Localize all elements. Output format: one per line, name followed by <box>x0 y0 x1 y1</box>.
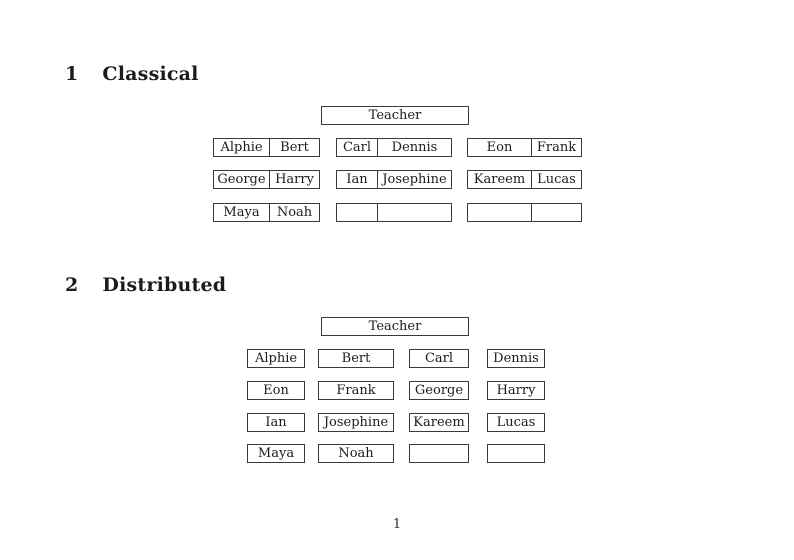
seat-table-empty <box>467 203 582 222</box>
seat-cell: Frank <box>536 140 577 155</box>
seat-table: Maya Noah <box>213 203 320 222</box>
desk-box-empty <box>487 444 545 463</box>
desk-box-empty <box>409 444 469 463</box>
seat-table: Ian Josephine <box>336 170 452 189</box>
desk-box: Josephine <box>318 413 394 432</box>
desk-box: Kareem <box>409 413 469 432</box>
seat-cell: Harry <box>275 172 314 187</box>
desk-box: Harry <box>487 381 545 400</box>
seat-cell: Noah <box>276 205 313 220</box>
desk-box: Noah <box>318 444 394 463</box>
seat-table: George Harry <box>213 170 320 189</box>
seat-cell: Dennis <box>391 140 438 155</box>
seat-cell: Maya <box>214 204 270 221</box>
section-title: Distributed <box>102 274 227 296</box>
desk-box: Alphie <box>247 349 305 368</box>
seat-cell <box>532 204 581 221</box>
section-number: 1 <box>65 63 79 85</box>
desk-box: Maya <box>247 444 305 463</box>
section-heading-classical: 1 Classical <box>65 63 199 85</box>
teacher-box: Teacher <box>321 106 469 125</box>
section-heading-distributed: 2 Distributed <box>65 274 226 296</box>
seat-table: Kareem Lucas <box>467 170 582 189</box>
seat-cell: Lucas <box>537 172 576 187</box>
seat-cell <box>468 204 532 221</box>
teacher-box: Teacher <box>321 317 469 336</box>
seat-cell: Kareem <box>468 171 532 188</box>
seat-cell: Josephine <box>382 172 447 187</box>
seat-table: Alphie Bert <box>213 138 320 157</box>
seat-cell <box>378 204 451 221</box>
section-number: 2 <box>65 274 79 296</box>
seat-cell: Alphie <box>214 139 270 156</box>
desk-box: Carl <box>409 349 469 368</box>
seat-cell: Carl <box>337 139 378 156</box>
seat-cell: Eon <box>468 139 532 156</box>
page-number: 1 <box>392 517 402 532</box>
desk-box: Lucas <box>487 413 545 432</box>
seat-cell <box>337 204 378 221</box>
seat-cell: Ian <box>337 171 378 188</box>
section-title: Classical <box>102 63 199 85</box>
desk-box: Ian <box>247 413 305 432</box>
seat-cell: George <box>214 171 270 188</box>
desk-box: Eon <box>247 381 305 400</box>
desk-box: Frank <box>318 381 394 400</box>
desk-box: Bert <box>318 349 394 368</box>
desk-box: George <box>409 381 469 400</box>
seat-cell: Bert <box>280 140 309 155</box>
seat-table: Eon Frank <box>467 138 582 157</box>
seat-table-empty <box>336 203 452 222</box>
desk-box: Dennis <box>487 349 545 368</box>
seat-table: Carl Dennis <box>336 138 452 157</box>
